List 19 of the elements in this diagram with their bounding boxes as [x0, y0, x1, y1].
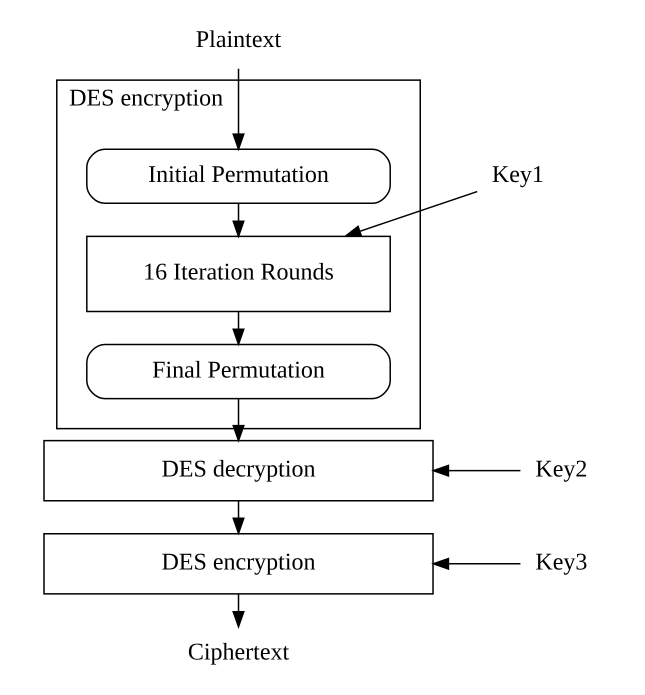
arrow: [342, 190, 477, 238]
node-box: 16 Iteration Rounds: [86, 236, 390, 312]
arrow: [232, 398, 244, 443]
arrow: [430, 464, 520, 477]
node-text: Key2: [534, 456, 587, 482]
node-box: Initial Permutation: [86, 148, 390, 204]
node-text: Ciphertext: [187, 640, 289, 666]
node-box: DES encryption: [42, 533, 434, 595]
arrow: [232, 594, 244, 629]
node-box: Final Permutation: [86, 344, 390, 400]
node-text: Plaintext: [195, 26, 281, 53]
arrow: [232, 312, 244, 347]
node-text: Key3: [534, 549, 587, 576]
node-box: DES decryption: [42, 440, 434, 502]
arrow: [232, 68, 244, 152]
arrow: [232, 501, 244, 536]
node-text: Key1: [491, 162, 544, 188]
arrow: [232, 204, 244, 239]
arrow: [430, 557, 520, 570]
